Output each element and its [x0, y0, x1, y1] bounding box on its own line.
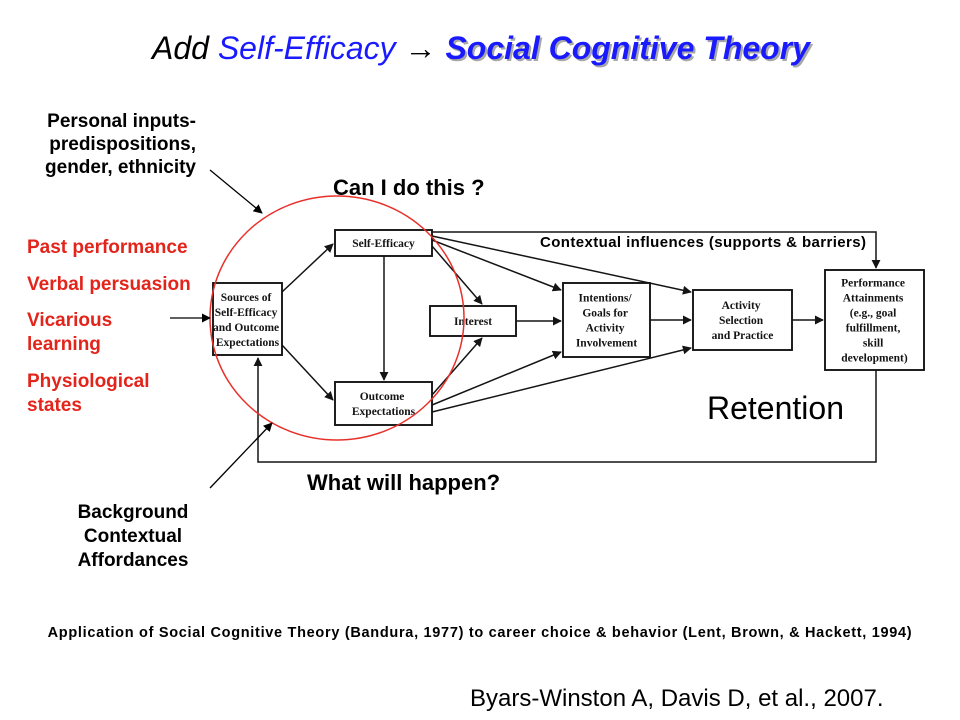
interest-box-label: Interest	[454, 316, 492, 328]
activity-box: Activity Selection and Practice	[692, 289, 793, 351]
diagram-caption: Application of Social Cognitive Theory (…	[47, 625, 913, 641]
sources-box: Sources of Self-Efficacy and Outcome Exp…	[212, 282, 283, 356]
title-self-efficacy: Self-Efficacy	[217, 30, 396, 66]
box-text-line: (e.g., goal	[850, 308, 897, 320]
box-text-line: Expectations	[352, 406, 416, 418]
vicarious-learning-label: Vicarious learning	[27, 309, 112, 357]
arrow-outcome-to-interest	[431, 337, 483, 396]
outcome-expectations-box: Outcome Expectations	[334, 381, 433, 426]
self-efficacy-box: Self-Efficacy	[334, 229, 433, 257]
activity-box-label: Activity Selection and Practice	[712, 300, 774, 342]
label-line: Personal inputs-	[47, 111, 196, 132]
label-line: predispositions,	[49, 134, 196, 155]
box-text-line: and Practice	[712, 330, 774, 342]
box-text-line: development)	[841, 353, 908, 365]
box-text-line: Sources of	[221, 292, 272, 304]
self-efficacy-box-label: Self-Efficacy	[352, 238, 415, 250]
label-line: learning	[27, 334, 101, 355]
box-text-line: Self-Efficacy	[352, 238, 415, 250]
label-line: states	[27, 395, 82, 416]
retention-label: Retention	[707, 390, 844, 426]
box-text-line: Performance	[841, 278, 905, 290]
arrow-sources-to-outcome	[281, 344, 334, 401]
self-efficacy-question: Can I do this ?	[333, 175, 485, 200]
box-text-line: and Outcome	[213, 322, 279, 334]
box-text-line: Attainments	[843, 293, 904, 305]
outcome-expectations-question: What will happen?	[307, 470, 501, 495]
personal-inputs-label: Personal inputs- predispositions, gender…	[0, 110, 196, 179]
background-affordances-label: Background Contextual Affordances	[33, 501, 233, 573]
performance-box: Performance Attainments (e.g., goal fulf…	[824, 269, 925, 371]
past-performance-label: Past performance	[27, 236, 188, 260]
box-text-line: Activity	[586, 323, 625, 335]
intentions-box: Intentions/ Goals for Activity Involveme…	[562, 282, 651, 358]
personal-inputs-pointer-arrow	[209, 169, 263, 214]
contextual-influences-label: Contextual influences (supports & barrie…	[540, 234, 867, 251]
title-social-cognitive-theory: Social Cognitive Theory	[445, 30, 810, 66]
performance-box-label: Performance Attainments (e.g., goal fulf…	[841, 278, 908, 365]
outcome-expectations-box-label: Outcome Expectations	[352, 391, 416, 418]
feedback-loop-arrow	[253, 357, 877, 463]
label-line: Verbal persuasion	[27, 274, 191, 295]
label-line: gender, ethnicity	[45, 157, 196, 178]
contextual-influences-line	[432, 231, 881, 269]
box-text-line: Selection	[719, 315, 764, 327]
right-arrow-icon: →	[404, 30, 437, 66]
label-line: Past performance	[27, 237, 188, 258]
label-line: Contextual	[83, 526, 183, 547]
physiological-states-label: Physiological states	[27, 370, 149, 418]
background-pointer-arrow	[209, 422, 273, 489]
box-text-line: fulfillment,	[846, 323, 901, 335]
label-line: Vicarious	[27, 310, 113, 331]
citation: Byars-Winston A, Davis D, et al., 2007.	[470, 685, 884, 712]
slide-title: Add Self-Efficacy → Social Cognitive The…	[152, 28, 810, 68]
box-text-line: Self-Efficacy	[215, 307, 278, 319]
box-text-line: Activity	[722, 300, 761, 312]
arrow-self-efficacy-to-interest	[431, 245, 483, 305]
box-text-line: Interest	[454, 316, 492, 328]
box-text-line: Goals for	[582, 308, 628, 320]
label-line: Physiological	[27, 371, 150, 392]
arrow-self-efficacy-to-intentions	[431, 239, 562, 292]
title-prefix: Add	[152, 30, 209, 66]
box-text-line: Intentions/	[579, 293, 633, 305]
box-text-line: Outcome	[360, 391, 405, 403]
arrow-outcome-to-intentions	[431, 350, 562, 406]
intentions-box-label: Intentions/ Goals for Activity Involveme…	[576, 293, 638, 350]
box-text-line: skill	[863, 338, 883, 350]
box-text-line: Involvement	[576, 338, 638, 350]
label-line: Background	[77, 502, 189, 523]
verbal-persuasion-label: Verbal persuasion	[27, 273, 191, 297]
arrow-sources-to-self-efficacy	[281, 243, 334, 293]
label-line: Affordances	[77, 550, 189, 571]
box-text-line: Expectations	[216, 337, 280, 349]
interest-box: Interest	[429, 305, 517, 337]
sources-box-label: Sources of Self-Efficacy and Outcome Exp…	[213, 292, 282, 349]
arrow-outcome-to-activity	[431, 345, 692, 413]
